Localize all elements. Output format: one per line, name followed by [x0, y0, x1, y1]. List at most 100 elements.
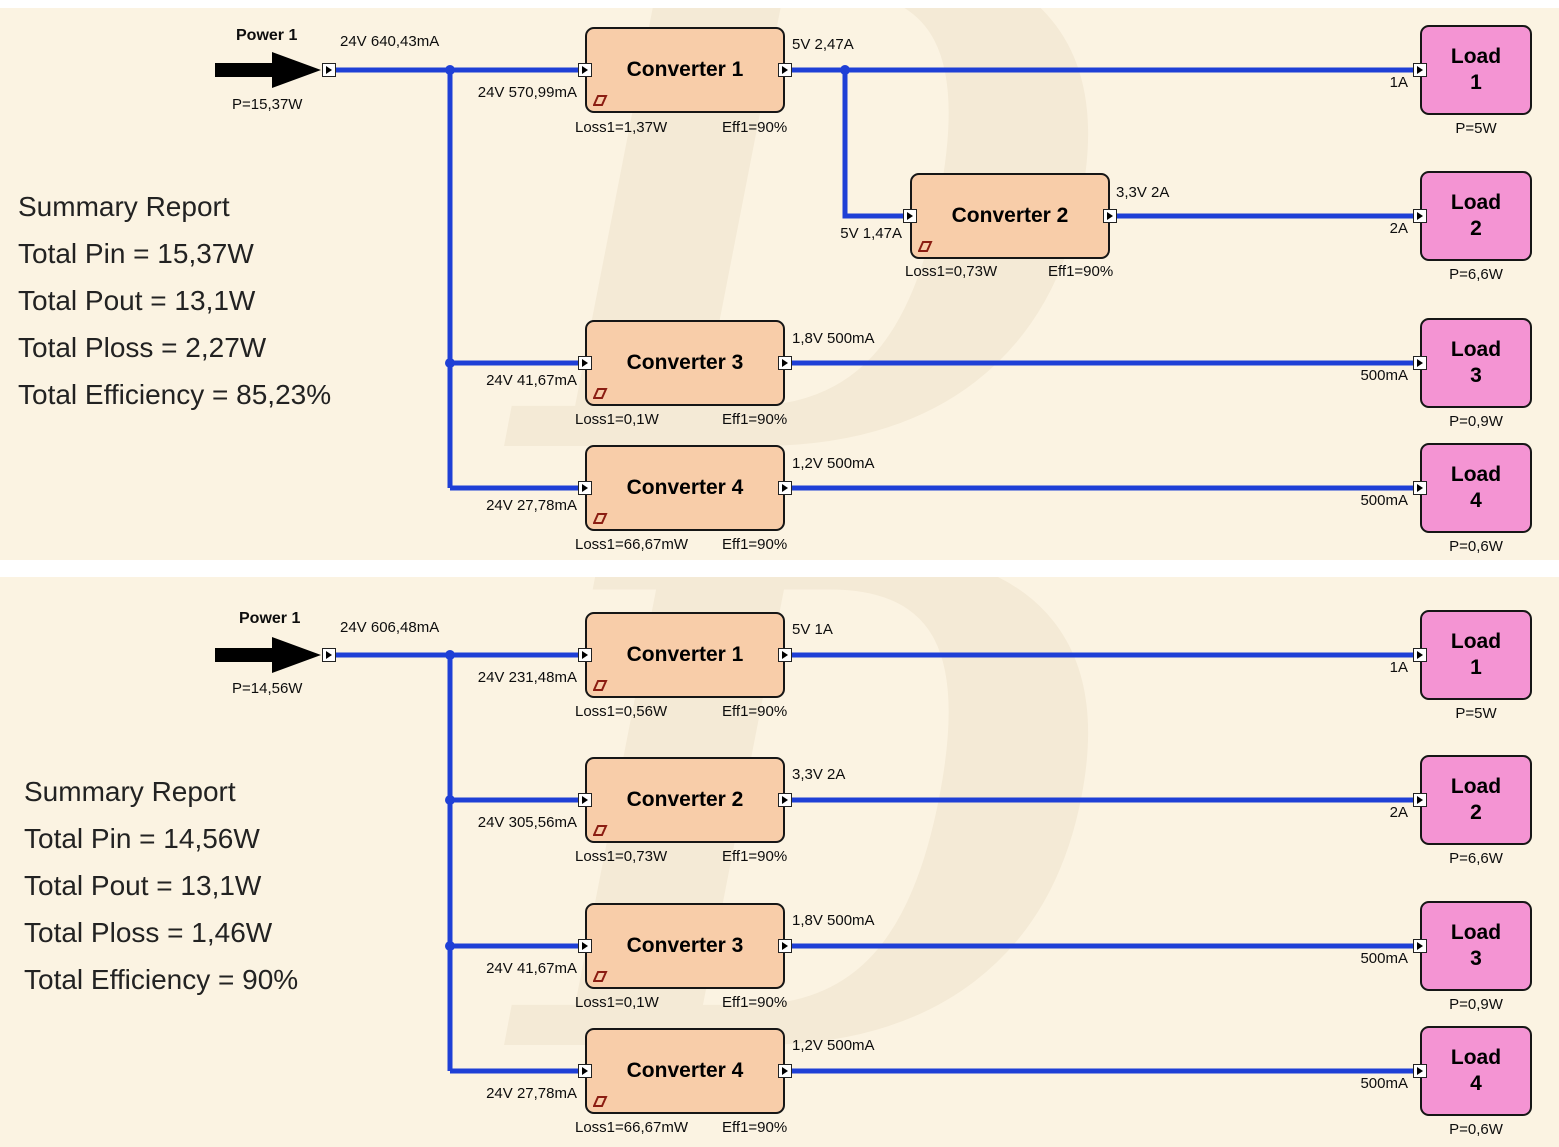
- panel2-power-out-label: 24V 606,48mA: [340, 619, 440, 636]
- panel2-converter2-output-port[interactable]: [778, 793, 792, 807]
- panel2-load1-current-label: 1A: [1389, 659, 1408, 676]
- panel1-converter2-output-port[interactable]: [1103, 209, 1117, 223]
- panel1-converter4-box[interactable]: Converter 4: [585, 445, 785, 531]
- port-arrow-icon: [326, 66, 336, 74]
- panel1-load1-box[interactable]: Load 1: [1420, 25, 1532, 115]
- panel1-converter4-eff-label: Eff1=90%: [722, 536, 788, 553]
- panel2-converter3-loss-label: Loss1=0,1W: [575, 994, 659, 1011]
- load-number: 2: [1470, 217, 1482, 240]
- port-arrow-icon: [582, 359, 592, 367]
- panel2-power-output-port[interactable]: [322, 648, 336, 662]
- panel1-power-p-label: P=15,37W: [232, 96, 303, 113]
- panel1-converter1-input-port[interactable]: [578, 63, 592, 77]
- load-label: Load: [1450, 44, 1502, 68]
- panel2-load2-box[interactable]: Load 2: [1420, 755, 1532, 845]
- panel1-converter3-box[interactable]: Converter 3: [585, 320, 785, 406]
- panel1-converter2-input-label: 5V 1,47A: [840, 225, 902, 242]
- panel1-converter3-input-port[interactable]: [578, 356, 592, 370]
- panel1-converter4-output-port[interactable]: [778, 481, 792, 495]
- panel2-converter4-eff-label: Eff1=90%: [722, 1119, 788, 1136]
- load-label: Load: [1450, 920, 1502, 944]
- port-arrow-icon: [326, 651, 336, 659]
- panel1-converter1-output-port[interactable]: [778, 63, 792, 77]
- converter-loss-icon: [593, 680, 608, 691]
- panel1-converter1-box[interactable]: Converter 1: [585, 27, 785, 113]
- port-arrow-icon: [1417, 651, 1427, 659]
- converter-loss-icon: [593, 388, 608, 399]
- panel2-load2-input-port[interactable]: [1413, 793, 1427, 807]
- port-arrow-icon: [782, 484, 792, 492]
- panel1-load1-current-label: 1A: [1389, 74, 1408, 91]
- panel2-converter4-box[interactable]: Converter 4: [585, 1028, 785, 1114]
- panel1-load4-box[interactable]: Load 4: [1420, 443, 1532, 533]
- power-arrow[interactable]: [215, 52, 321, 88]
- panel1-load1-input-port[interactable]: [1413, 63, 1427, 77]
- panel2-converter2-box[interactable]: Converter 2: [585, 757, 785, 843]
- panel1-summary: Summary Report Total Pin = 15,37W Total …: [18, 183, 331, 418]
- port-arrow-icon: [782, 796, 792, 804]
- wire-converter1-to-converter2[interactable]: [842, 70, 912, 219]
- panel2-load4-input-port[interactable]: [1413, 1064, 1427, 1078]
- panel2-converter1-output-port[interactable]: [778, 648, 792, 662]
- load-number: 2: [1470, 801, 1482, 824]
- panel2-load3-box[interactable]: Load 3: [1420, 901, 1532, 991]
- summary-title: Summary Report: [24, 776, 236, 807]
- port-arrow-icon: [582, 1067, 592, 1075]
- panel1-load1-p-label: P=5W: [1455, 120, 1497, 137]
- panel2-converter1-input-port[interactable]: [578, 648, 592, 662]
- panel2-converter1-box[interactable]: Converter 1: [585, 612, 785, 698]
- panel1-load3-box[interactable]: Load 3: [1420, 318, 1532, 408]
- panel1-converter4-input-port[interactable]: [578, 481, 592, 495]
- panel1-converter1-eff-label: Eff1=90%: [722, 119, 788, 136]
- wire-junction: [445, 358, 455, 368]
- panel2-converter2-input-label: 24V 305,56mA: [477, 814, 577, 831]
- load-number: 1: [1470, 656, 1482, 679]
- panel1-converter3-output-port[interactable]: [778, 356, 792, 370]
- panel2-load4-box[interactable]: Load 4: [1420, 1026, 1532, 1116]
- converter-title: Converter 2: [951, 204, 1069, 227]
- panel1-load2-current-label: 2A: [1389, 220, 1408, 237]
- panel2-load1-p-label: P=5W: [1455, 705, 1497, 722]
- power-arrow[interactable]: [215, 637, 321, 673]
- converter-loss-icon: [918, 241, 933, 252]
- panel1-power-output-port[interactable]: [322, 63, 336, 77]
- panel1-load4-input-port[interactable]: [1413, 481, 1427, 495]
- panel2-converter2-loss-label: Loss1=0,73W: [575, 848, 668, 865]
- panel2-converter4-input-label: 24V 27,78mA: [486, 1085, 577, 1102]
- panel2-load3-input-port[interactable]: [1413, 939, 1427, 953]
- converter-loss-icon: [593, 95, 608, 106]
- panel2-load4-current-label: 500mA: [1360, 1075, 1408, 1092]
- panel1-load2-box[interactable]: Load 2: [1420, 171, 1532, 261]
- panel2-converter3-box[interactable]: Converter 3: [585, 903, 785, 989]
- panel1-load3-input-port[interactable]: [1413, 356, 1427, 370]
- wire-junction: [445, 65, 455, 75]
- panel1-load3-p-label: P=0,9W: [1449, 413, 1503, 430]
- wire-junction: [445, 941, 455, 951]
- load-label: Load: [1450, 629, 1502, 653]
- panel2-converter2-eff-label: Eff1=90%: [722, 848, 788, 865]
- panel2-load1-box[interactable]: Load 1: [1420, 610, 1532, 700]
- panel1-converter2-input-port[interactable]: [903, 209, 917, 223]
- panel2-converter2-input-port[interactable]: [578, 793, 592, 807]
- panel1-converter2-box[interactable]: Converter 2: [910, 173, 1110, 259]
- converter-title: Converter 3: [626, 351, 744, 374]
- converter-title: Converter 4: [626, 1059, 744, 1082]
- port-arrow-icon: [582, 484, 592, 492]
- panel2-converter4-output-port[interactable]: [778, 1064, 792, 1078]
- wire-junction: [445, 650, 455, 660]
- panel1-load2-input-port[interactable]: [1413, 209, 1427, 223]
- port-arrow-icon: [782, 651, 792, 659]
- panel2-converter3-output-port[interactable]: [778, 939, 792, 953]
- panel2-converter4-input-port[interactable]: [578, 1064, 592, 1078]
- load-label: Load: [1450, 190, 1502, 214]
- summary-line: Total Pout = 13,1W: [18, 285, 256, 316]
- panel2-converter3-input-label: 24V 41,67mA: [486, 960, 577, 977]
- load-number: 4: [1470, 1072, 1482, 1095]
- panel2-converter3-input-port[interactable]: [578, 939, 592, 953]
- summary-title: Summary Report: [18, 191, 230, 222]
- converter-loss-icon: [593, 1096, 608, 1107]
- panel2-converter3-output-label: 1,8V 500mA: [792, 912, 875, 929]
- panel2-load1-input-port[interactable]: [1413, 648, 1427, 662]
- panel1-converter3-eff-label: Eff1=90%: [722, 411, 788, 428]
- port-arrow-icon: [1417, 212, 1427, 220]
